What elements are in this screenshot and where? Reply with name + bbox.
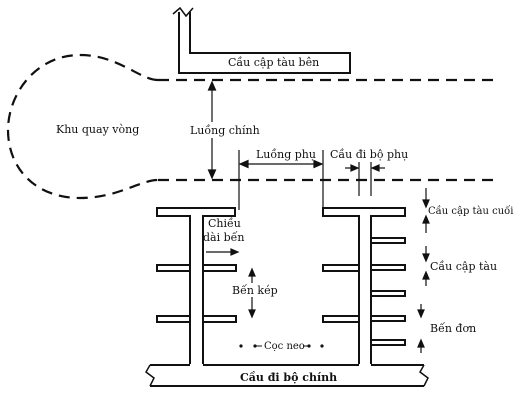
secondary-walkway-label: Cầu đi bộ phụ: [330, 148, 408, 161]
mooring-piles-label: Cọc neo: [264, 341, 305, 352]
channel-boundary: [6, 53, 500, 200]
berth-length-label-line1: Chiều: [208, 217, 241, 230]
left-finger-piers: [156, 264, 237, 323]
berthing-pier-dimension: [422, 246, 430, 286]
berth-length-label-line2: dài bến: [203, 231, 245, 244]
double-berth-label: Bến kép: [232, 284, 278, 297]
secondary-channel-dimension: [238, 150, 324, 210]
single-berth-dimension: [417, 304, 425, 353]
single-berth-label: Bến đơn: [430, 322, 476, 335]
end-berth-dimension: [422, 188, 430, 233]
double-berth-dimension: [248, 267, 256, 319]
right-finger-piers-inner: [322, 264, 360, 323]
berthing-pier-label: Cầu cập tàu: [430, 260, 497, 273]
berth-length-dimension: [206, 248, 240, 256]
end-berth-label: Cầu cập tàu cuối: [428, 205, 514, 217]
main-walkway-label: Cầu đi bộ chính: [240, 371, 337, 384]
single-finger-piers: [370, 237, 406, 346]
secondary-channel-label: Luồng phụ: [256, 148, 316, 161]
mooring-piles: [239, 344, 324, 348]
side-berth-label: Cầu cập tàu bên: [228, 56, 319, 69]
main-channel-label: Luồng chính: [190, 124, 260, 137]
secondary-walkway-dimension: [345, 162, 385, 196]
turning-basin-label: Khu quay vòng: [56, 123, 139, 136]
side-berth-pier: [172, 6, 351, 74]
